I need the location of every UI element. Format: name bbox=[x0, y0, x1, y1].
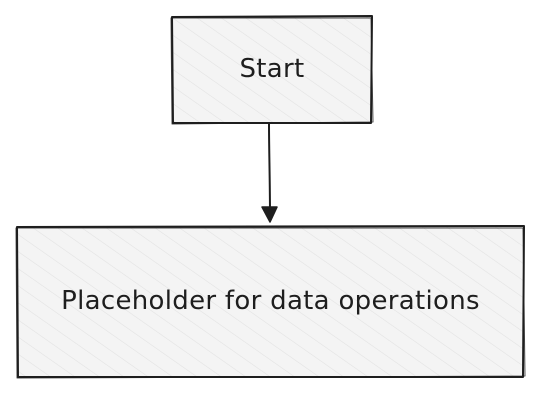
placeholder-node[interactable] bbox=[15, 225, 526, 379]
placeholder-node-label: Placeholder for data operations bbox=[61, 286, 480, 317]
start-to-placeholder-arrow bbox=[261, 123, 278, 223]
start-node[interactable] bbox=[170, 15, 374, 125]
start-node-label: Start bbox=[239, 54, 305, 85]
